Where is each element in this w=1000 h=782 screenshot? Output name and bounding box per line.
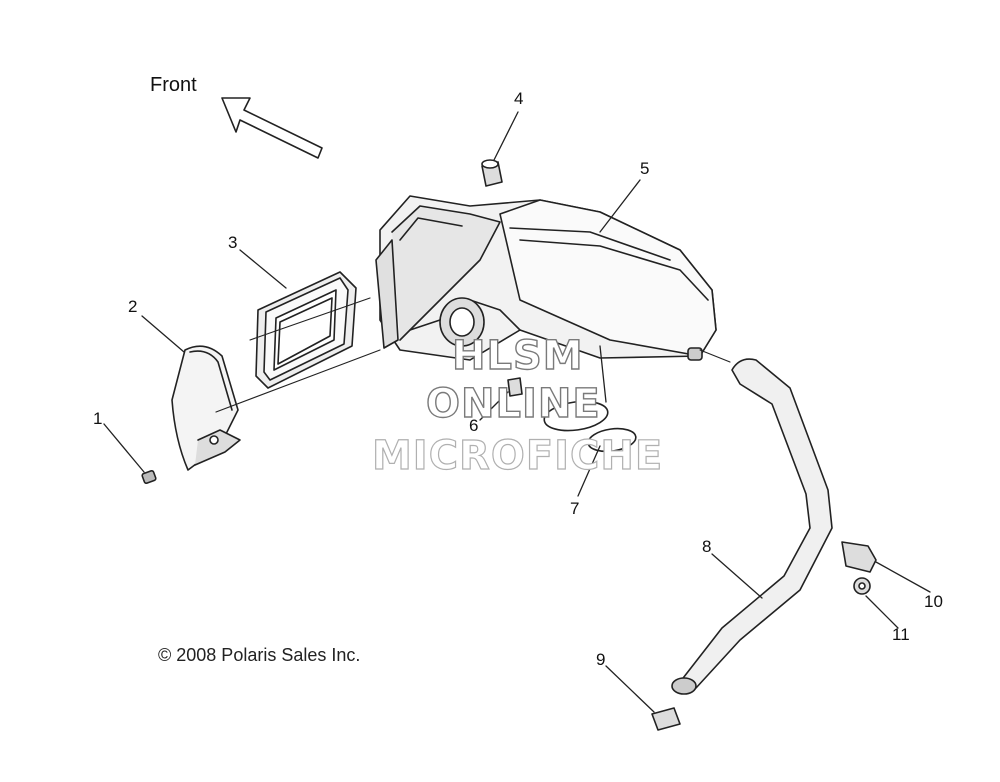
callout-1: 1 [93,409,103,428]
part-3-filter [255,271,357,389]
part-10-clip [841,541,877,573]
part-11-nut [853,577,871,595]
part-2-cover [171,345,241,471]
callout-9: 9 [596,650,606,669]
watermark-line-3: MICROFICHE [371,433,664,479]
watermark-line-2: ONLINE [425,381,601,427]
callout-5: 5 [640,159,650,178]
callout-7: 7 [570,499,580,518]
part-1-screw [141,470,157,484]
part-6-fitting [507,377,523,397]
callout-3: 3 [228,233,238,252]
watermark-line-1: HLSM [451,333,584,379]
part-5-airbox [375,195,717,361]
callout-4: 4 [514,89,524,108]
leader-lines [103,111,931,713]
part-7-oring [543,400,637,453]
part-8-hose [671,358,833,695]
part-9-clamp [651,707,681,731]
front-label: Front [150,74,197,96]
part-4-cap [481,159,503,187]
copyright-notice: © 2008 Polaris Sales Inc. [158,645,361,665]
assembly-guides [215,297,731,413]
callout-8: 8 [702,537,712,556]
callout-6: 6 [469,416,479,435]
callout-10: 10 [924,592,943,611]
front-arrow-icon [221,97,323,159]
callout-2: 2 [128,297,138,316]
callout-11: 11 [892,625,910,644]
